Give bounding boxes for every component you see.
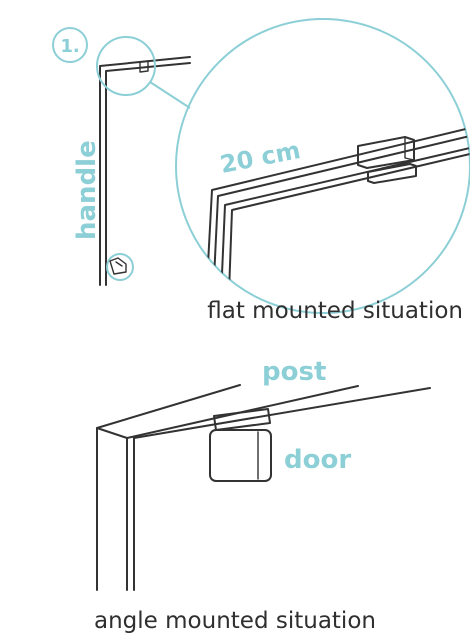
sensor-small [139, 60, 149, 73]
step-badge-circle [52, 27, 88, 63]
post-label: post [262, 357, 326, 387]
magnified-circle [175, 18, 470, 314]
handle-highlight-circle [106, 253, 134, 281]
handle-lever [115, 261, 123, 267]
door-handle-icon [106, 253, 134, 281]
flat-caption: flat mounted situation [207, 298, 463, 324]
magnified-view: 20 cm [175, 18, 470, 314]
frame-inner-edge [219, 147, 470, 313]
handle-shape [109, 257, 127, 275]
angle-caption: angle mounted situation [94, 608, 376, 634]
handle-label: handle [72, 140, 102, 240]
step-badge: 1. [52, 27, 88, 63]
sensor-edge [404, 136, 415, 161]
distance-label: 20 cm [218, 136, 303, 179]
angle-mount-illustration: post door angle mounted situation [94, 357, 431, 634]
magnet-large [367, 163, 417, 184]
magnet-mounted [209, 429, 272, 482]
door-label: door [284, 445, 351, 475]
door-frame-small [99, 56, 191, 286]
step-number: 1. [60, 36, 79, 57]
frame-inner-line [105, 62, 191, 286]
frame-outer-line [99, 56, 191, 286]
zoom-connector-line [149, 81, 191, 109]
frame-inner-edge-2 [227, 153, 470, 313]
sensor-mounted [213, 408, 271, 431]
flat-mount-illustration: 1. handle [52, 18, 470, 324]
zoom-source-circle [96, 36, 156, 96]
door-top-edge [133, 387, 431, 439]
